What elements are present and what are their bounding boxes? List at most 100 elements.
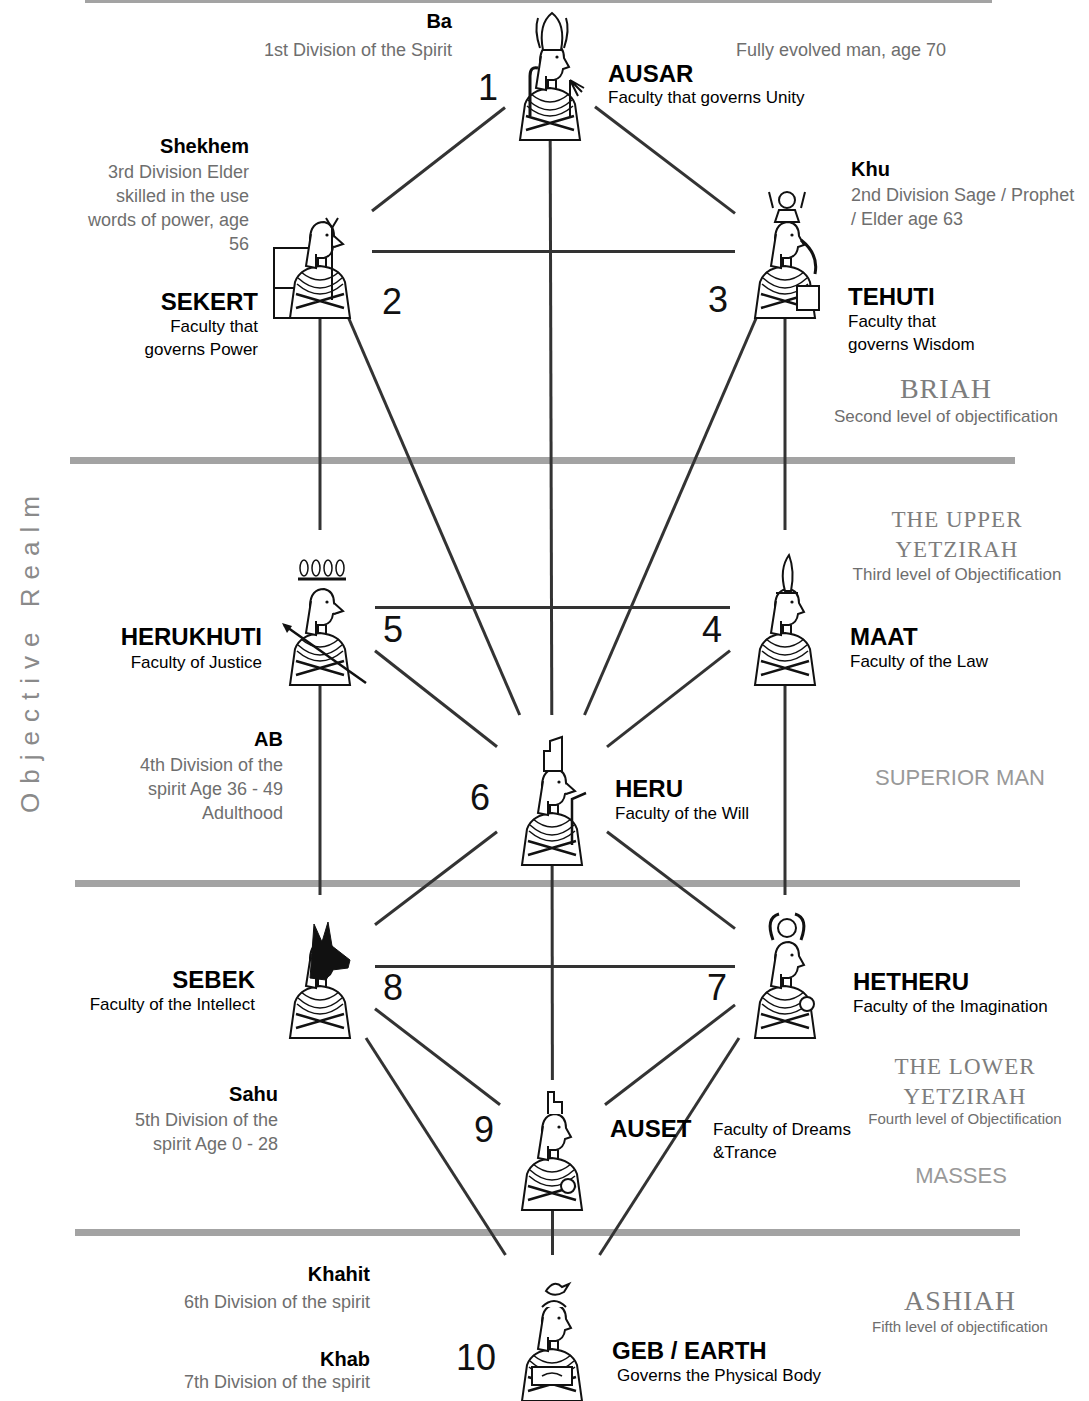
- figure-part: [290, 222, 350, 318]
- figure-part: [336, 560, 344, 576]
- callout-number: 8: [383, 970, 633, 1006]
- sekert-figure: [274, 218, 350, 318]
- callout-number: 2: [382, 284, 632, 320]
- side-label: MASSES: [836, 1163, 1086, 1189]
- figure-part: [522, 1305, 582, 1401]
- deity-node: 2SEKERTFaculty that governs Power: [268, 185, 372, 318]
- ausar-figure: [520, 13, 584, 140]
- side-label: Shekhem: [0, 134, 249, 158]
- level-bar: [75, 1229, 1020, 1236]
- faculty-label: Faculty of Dreams &Trance: [713, 1118, 851, 1164]
- connector-line: [375, 965, 735, 968]
- text-slot: Khab: [120, 1347, 370, 1371]
- text-slot: 5: [383, 612, 633, 648]
- deity-node: 3TEHUTIFaculty that governs Wisdom: [735, 185, 835, 318]
- auset-figure: [522, 1092, 582, 1210]
- figure-part: [542, 13, 563, 50]
- deity-name: HETHERU: [853, 968, 1089, 997]
- callout-number: 3: [478, 282, 728, 318]
- text-slot: MAAT: [850, 623, 1089, 652]
- text-slot: SEKERT: [8, 288, 258, 317]
- figure-part: [797, 286, 819, 310]
- figure-part: [561, 1179, 575, 1193]
- connector-line: [595, 107, 735, 214]
- herukhuti-figure: [282, 560, 366, 685]
- deity-name: GEB / EARTH: [612, 1337, 862, 1366]
- connector-line: [784, 318, 787, 530]
- text-slot: HERU: [615, 775, 865, 804]
- text-slot: 4: [472, 612, 722, 648]
- connector-line: [784, 685, 787, 895]
- figure-part: [776, 592, 798, 594]
- text-slot: 5th Division of the spirit Age 0 - 28: [133, 1108, 278, 1156]
- figure-part: [300, 560, 308, 576]
- deity-name: HERU: [615, 775, 865, 804]
- top-rule: [85, 0, 992, 3]
- side-label: Khu: [851, 157, 1089, 181]
- text-slot: 1: [248, 70, 498, 106]
- realm-label: Objective Realm: [10, 450, 50, 850]
- geb-figure: [522, 1284, 582, 1401]
- side-label: THE UPPER YETZIRAH: [867, 505, 1047, 565]
- connector-line: [319, 318, 322, 530]
- text-slot: Faculty of the Imagination: [853, 995, 1089, 1018]
- figure-part: [536, 18, 567, 48]
- text-slot: BRIAH: [821, 372, 1071, 406]
- text-slot: 8: [383, 970, 633, 1006]
- figure-part: [775, 210, 799, 222]
- text-slot: HETHERU: [853, 968, 1089, 997]
- side-label: Sahu: [28, 1082, 278, 1106]
- text-slot: Faculty of Dreams &Trance: [713, 1118, 851, 1164]
- side-label: 7th Division of the spirit: [120, 1372, 370, 1394]
- callout-number: 7: [477, 970, 727, 1006]
- side-label: Third level of Objectification: [832, 565, 1082, 585]
- side-label: Second level of objectification: [821, 407, 1071, 427]
- deity-node: 4MAATFaculty of the Law: [730, 530, 840, 685]
- deity-node: 5HERUKHUTIFaculty of Justice: [265, 530, 375, 685]
- side-label: 4th Division of the spirit Age 36 - 49 A…: [138, 753, 283, 825]
- hetheru-figure: [755, 914, 815, 1038]
- text-slot: HERUKHUTI: [12, 623, 262, 652]
- text-slot: 1st Division of the Spirit: [202, 40, 452, 62]
- connector-line: [375, 1009, 500, 1105]
- text-slot: 4th Division of the spirit Age 36 - 49 A…: [138, 753, 283, 825]
- faculty-label: Faculty of the Imagination: [853, 995, 1089, 1018]
- side-label: Khahit: [120, 1262, 370, 1286]
- deity-name: SEKERT: [8, 288, 258, 317]
- side-label: 3rd Division Elder skilled in the use wo…: [84, 160, 249, 256]
- figure-part: [570, 80, 584, 116]
- side-label: AB: [33, 727, 283, 751]
- callout-number: 4: [472, 612, 722, 648]
- text-slot: 7: [477, 970, 727, 1006]
- side-label: BRIAH: [821, 372, 1071, 406]
- side-label: 2nd Division Sage / Prophet / Elder age …: [851, 183, 1076, 231]
- level-bar: [70, 457, 1015, 464]
- figure-part: [546, 1284, 569, 1295]
- figure-part: [801, 240, 816, 274]
- figure-part: [779, 192, 795, 208]
- figure-part: [770, 914, 804, 940]
- text-slot: AB: [33, 727, 283, 751]
- text-slot: 2nd Division Sage / Prophet / Elder age …: [851, 183, 1076, 231]
- tehuti-figure: [755, 192, 819, 318]
- text-slot: Khu: [851, 157, 1089, 181]
- faculty-label: Governs the Physical Body: [617, 1364, 867, 1387]
- maat-figure: [755, 555, 815, 685]
- deity-node: 9AUSETFaculty of Dreams &Trance: [500, 1080, 605, 1210]
- deity-name: MAAT: [850, 623, 1089, 652]
- text-slot: THE UPPER YETZIRAH: [867, 505, 1047, 565]
- text-slot: Faculty of the Intellect: [5, 993, 255, 1016]
- callout-number: 5: [383, 612, 633, 648]
- text-slot: 6th Division of the spirit: [120, 1292, 370, 1314]
- figure-part: [778, 919, 796, 937]
- text-slot: GEB / EARTH: [612, 1337, 862, 1366]
- figure-part: [542, 1373, 562, 1376]
- text-slot: Fourth level of Objectification: [840, 1110, 1089, 1128]
- deity-node: 7HETHERUFaculty of the Imagination: [735, 895, 835, 1038]
- connector-line: [375, 832, 497, 925]
- callout-number: 9: [244, 1112, 494, 1148]
- figure-part: [312, 560, 320, 576]
- side-label: 5th Division of the spirit Age 0 - 28: [133, 1108, 278, 1156]
- connector-line: [607, 832, 735, 929]
